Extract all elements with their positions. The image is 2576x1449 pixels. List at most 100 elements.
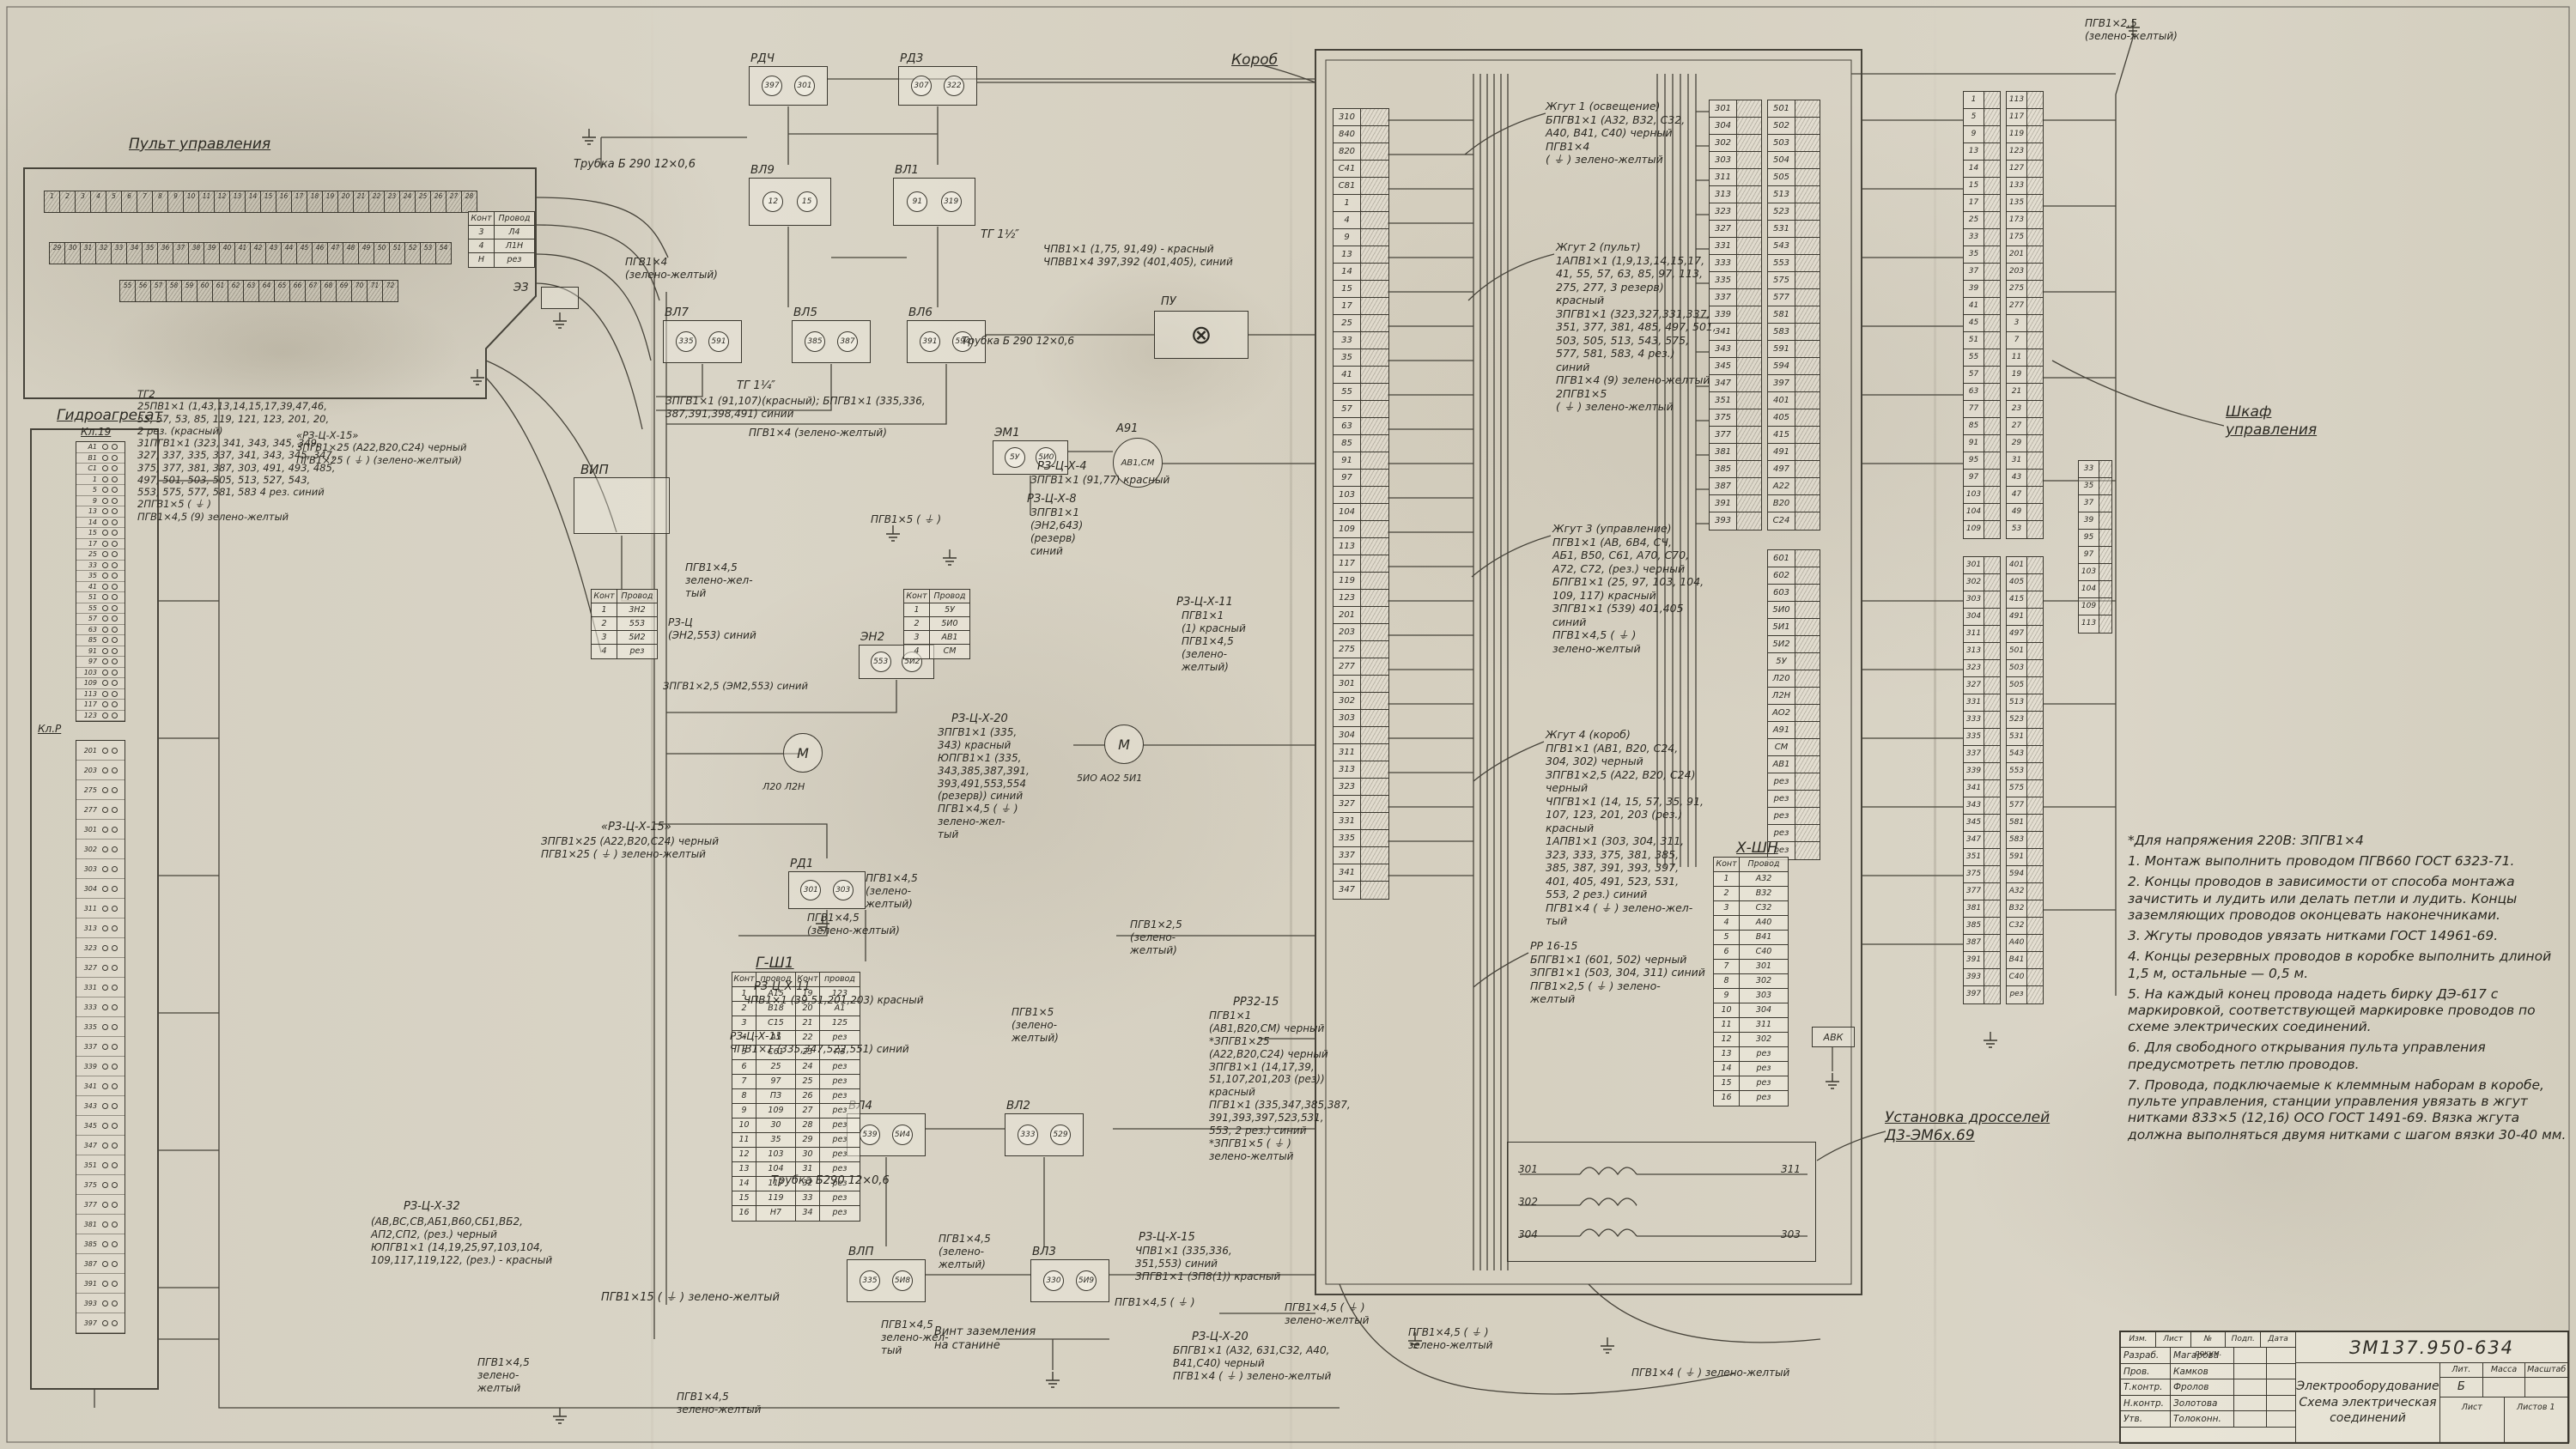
- terminal-cell: 117: [2007, 109, 2043, 126]
- note-line: 4. Концы резервных проводов в коробке вы…: [2128, 949, 2552, 981]
- wire-annotation: Л20 Л2Н: [762, 781, 805, 792]
- lamp-icon: ⊗: [1190, 319, 1212, 350]
- terminal-cell: 57: [1964, 367, 2000, 384]
- wire-annotation: ПГВ1×4 (зелено-желтый): [625, 256, 718, 281]
- terminal-cell: 95: [1964, 452, 2000, 470]
- panel-terminal-cell: 54: [435, 242, 452, 264]
- terminal-row: С1: [76, 464, 125, 475]
- component-body: 5У 5И0: [993, 440, 1068, 475]
- terminal-cell: 375: [1710, 409, 1761, 427]
- component-terminal: 330: [1043, 1270, 1064, 1291]
- component-label: ЭМ1: [994, 426, 1020, 440]
- terminal-cell: 323: [1710, 203, 1761, 221]
- terminal-cell: 335: [1964, 729, 2000, 746]
- panel-terminal-cell: 8: [152, 191, 168, 213]
- terminal-cell: 331: [1710, 238, 1761, 255]
- terminal-row: 85: [76, 635, 125, 646]
- terminal-cell: 351: [1964, 849, 2000, 866]
- wire-annotation: ПГВ1×4,5 зелено-жел- тый: [881, 1319, 949, 1356]
- component-terminal: 335: [676, 330, 696, 352]
- terminal-row: 331: [76, 978, 125, 997]
- terminal-cell: 201: [2007, 246, 2043, 264]
- terminal-cell: 109: [2079, 598, 2111, 615]
- terminal-cell: 97: [2079, 547, 2111, 564]
- wire-annotation: ПГВ1×15 ( ⏚ ) зелено-желтый: [601, 1291, 780, 1304]
- terminal-cell: 13: [1964, 143, 2000, 161]
- terminal-cell: 820: [1334, 143, 1388, 161]
- wire-annotation: ЧПВ1×1 (1,75, 91,49) - красный ЧПВВ1×4 3…: [1043, 243, 1233, 268]
- panel-terminal-cell: 68: [320, 280, 337, 302]
- choke-assembly: 301 311 302 304 303: [1507, 1142, 1816, 1262]
- terminal-cell: 45: [1964, 315, 2000, 332]
- choke-terminal-label: 303: [1781, 1228, 1801, 1240]
- wire-annotation: Жгут 3 (управление) ПГВ1×1 (АВ, 6В4, СЧ,…: [1552, 522, 1704, 655]
- title-block-role-row: Н.контр.Золотова: [2121, 1395, 2295, 1412]
- terminal-cell: 117: [1334, 555, 1388, 573]
- component-terminal: 301: [794, 75, 815, 96]
- title-block-header-cell: № докум.: [2191, 1332, 2227, 1358]
- terminal-cell: 33: [1964, 229, 2000, 246]
- wire-annotation: ПГВ1×4 ( ⏚ ) зелено-желтый: [1631, 1367, 1790, 1379]
- terminal-cell: А32: [2007, 883, 2043, 900]
- wire-annotation: ПГВ1×1 (1) красный ПГВ1×4,5 (зелено- жел…: [1182, 609, 1246, 673]
- panel-terminal-cell: 34: [126, 242, 143, 264]
- terminal-cell: рез: [1768, 842, 1820, 859]
- panel-terminal-cell: 47: [327, 242, 343, 264]
- terminal-cell: Л20: [1768, 670, 1820, 688]
- component-label: ВЛ6: [908, 306, 933, 319]
- wire-annotation: ПГВ1×4,5 (зелено-желтый): [807, 912, 900, 937]
- wire-annotation: Х-ШН: [1736, 840, 1778, 857]
- terminal-row: 63: [76, 625, 125, 635]
- wire-annotation: РР32-15: [1233, 996, 1279, 1009]
- terminal-row: 201: [76, 741, 125, 761]
- terminal-cell: 304: [1710, 118, 1761, 135]
- terminal-cell: 345: [1964, 815, 2000, 832]
- terminal-row: 15: [76, 528, 125, 539]
- terminal-cell: 531: [1768, 221, 1820, 238]
- panel-terminal-cell: 28: [461, 191, 477, 213]
- panel-terminal-cell: 40: [219, 242, 235, 264]
- title-block-role-row: Разраб.Магарова: [2121, 1348, 2295, 1364]
- terminal-cell: 25: [1964, 212, 2000, 229]
- terminal-cell: 502: [1768, 118, 1820, 135]
- lit-value: Б: [2440, 1378, 2483, 1397]
- wire-annotation: РР 16-15 БПГВ1×1 (601, 502) черный ЗПГВ1…: [1530, 939, 1705, 1005]
- ground-icon: [1045, 1371, 1060, 1388]
- wire-annotation: ЗПГВ1×1 (ЭН2,643) (резерв) синий: [1030, 506, 1084, 557]
- terminal-cell: 327: [1964, 677, 2000, 694]
- terminal-cell: 397: [1768, 375, 1820, 392]
- panel-terminal-cell: 60: [197, 280, 213, 302]
- terminal-cell: Л2Н: [1768, 688, 1820, 705]
- panel-terminal-cell: 19: [322, 191, 338, 213]
- terminal-cell: 27: [2007, 418, 2043, 435]
- panel-terminal-cell: 72: [382, 280, 398, 302]
- component-device: ВЛ1 91 319: [893, 164, 975, 227]
- wire-annotation: Короб: [1231, 52, 1279, 69]
- component-label: РД1: [790, 857, 814, 870]
- terminal-cell: 49: [2007, 504, 2043, 521]
- panel-terminal-cell: 55: [119, 280, 136, 302]
- terminal-row: 33: [76, 561, 125, 571]
- ground-icon: [552, 1407, 568, 1424]
- terminal-row: 311: [76, 899, 125, 919]
- terminal-cell: 581: [2007, 815, 2043, 832]
- component-terminal: 385: [805, 330, 825, 352]
- terminal-cell: 601: [1768, 550, 1820, 567]
- terminal-row: 327: [76, 958, 125, 978]
- device-ez: [541, 287, 579, 309]
- terminal-cell: 203: [2007, 264, 2043, 281]
- terminal-cell: 501: [1768, 100, 1820, 118]
- wire-annotation: ЗПГВ1×1 (91,107)(красный); БПГВ1×1 (335,…: [665, 395, 926, 420]
- panel-terminal-cell: 32: [95, 242, 112, 264]
- terminal-cell: 387: [1964, 935, 2000, 952]
- terminal-cell: 85: [1964, 418, 2000, 435]
